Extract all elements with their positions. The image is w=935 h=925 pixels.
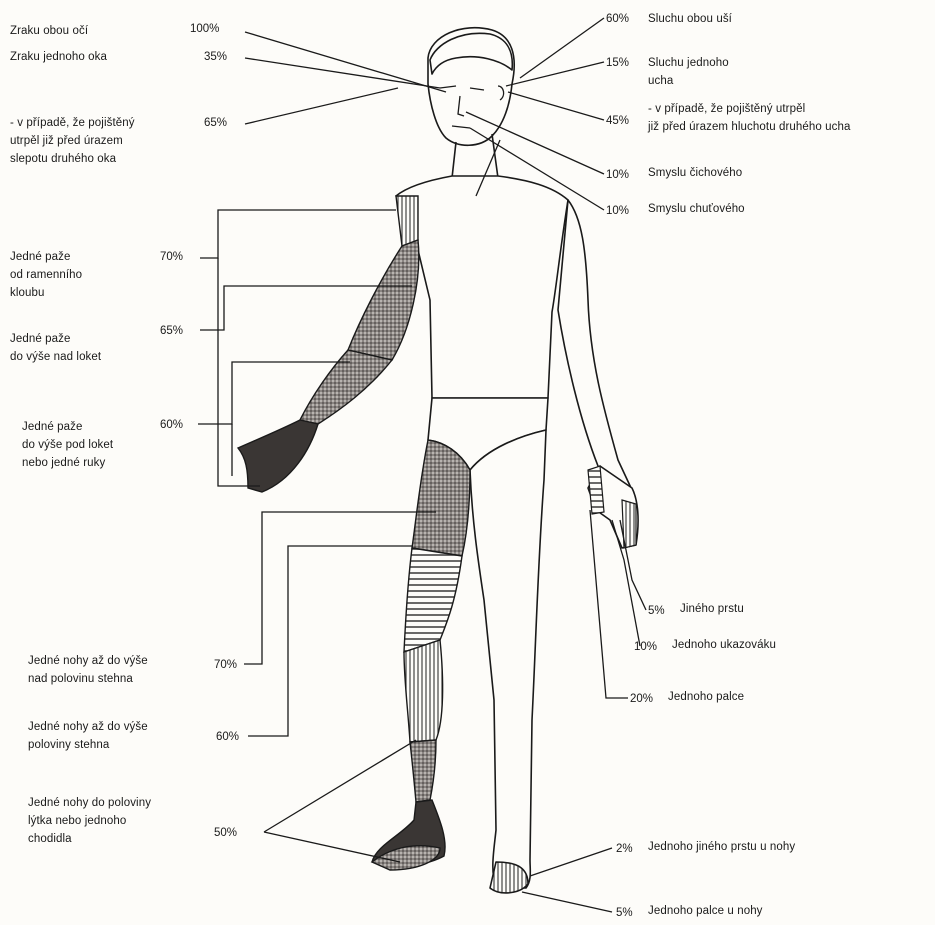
pct-smell: 10% (606, 169, 629, 181)
arm-zone-shoulder (396, 196, 418, 246)
pct-labels: 100% 35% 65% 70% 65% 60% 70% 60% 50% 60%… (160, 13, 665, 919)
arm-right (558, 200, 632, 492)
label-ear-one: Sluchu jednoho ucha (648, 54, 729, 90)
label-arm-below-elbow: Jedné paže do výše pod loket nebo jedné … (22, 418, 113, 472)
leg-zone-knee (404, 640, 443, 742)
label-ear-other-deaf: - v případě, že pojištěný utrpěl již pře… (648, 100, 851, 136)
label-other-finger: Jiného prstu (680, 600, 744, 618)
pct-leg-half-thigh: 60% (216, 731, 239, 743)
arm-zone-hand (238, 420, 318, 492)
pct-arm-shoulder: 70% (160, 251, 183, 263)
leg-zone-thigh-lower (404, 548, 462, 652)
pct-taste: 10% (606, 205, 629, 217)
pct-index-finger: 10% (634, 641, 657, 653)
label-arm-above-elbow: Jedné paže do výše nad loket (10, 330, 101, 366)
pct-eye-one: 35% (204, 51, 227, 63)
leg-zone-thigh-upper (412, 440, 470, 556)
pct-thumb: 20% (630, 693, 653, 705)
pct-other-finger: 5% (648, 605, 665, 617)
leg-left-zones (372, 440, 470, 870)
label-leg-half-thigh: Jedné nohy až do výše poloviny stehna (28, 718, 148, 754)
label-taste: Smyslu chuťového (648, 200, 745, 218)
pct-ears-both: 60% (606, 13, 629, 25)
pct-arm-above-elbow: 65% (160, 325, 183, 337)
torso (396, 176, 568, 398)
label-eyes-both: Zraku obou očí (10, 22, 88, 40)
pct-leg-above-half-thigh: 70% (214, 659, 237, 671)
pct-ear-one: 15% (606, 57, 629, 69)
arm-zone-upper (348, 240, 419, 360)
pct-other-toe: 2% (616, 843, 633, 855)
label-ears-both: Sluchu obou uší (648, 10, 732, 28)
leg-right (470, 430, 546, 888)
label-big-toe: Jednoho palce u nohy (648, 902, 763, 920)
pct-eyes-both: 100% (190, 23, 219, 35)
label-smell: Smyslu čichového (648, 164, 742, 182)
pct-leg-half-calf: 50% (214, 827, 237, 839)
label-eye-one: Zraku jednoho oka (10, 48, 107, 66)
leg-zone-calf (410, 740, 436, 802)
arm-left-zones (238, 196, 419, 492)
pct-eye-other-blind: 65% (204, 117, 227, 129)
label-index-finger: Jednoho ukazováku (672, 636, 776, 654)
label-arm-shoulder: Jedné paže od ramenního kloubu (10, 248, 82, 302)
label-leg-above-half-thigh: Jedné nohy až do výše nad polovinu stehn… (28, 652, 148, 688)
arm-zone-forearm (300, 350, 392, 424)
pct-big-toe: 5% (616, 907, 633, 919)
label-eye-other-blind: - v případě, že pojištěný utrpěl již pře… (10, 114, 135, 168)
label-thumb: Jednoho palce (668, 688, 744, 706)
label-leg-half-calf: Jedné nohy do poloviny lýtka nebo jednoh… (28, 794, 151, 848)
label-other-toe: Jednoho jiného prstu u nohy (648, 838, 795, 856)
pct-ear-other-deaf: 45% (606, 115, 629, 127)
pct-arm-below-elbow: 60% (160, 419, 183, 431)
